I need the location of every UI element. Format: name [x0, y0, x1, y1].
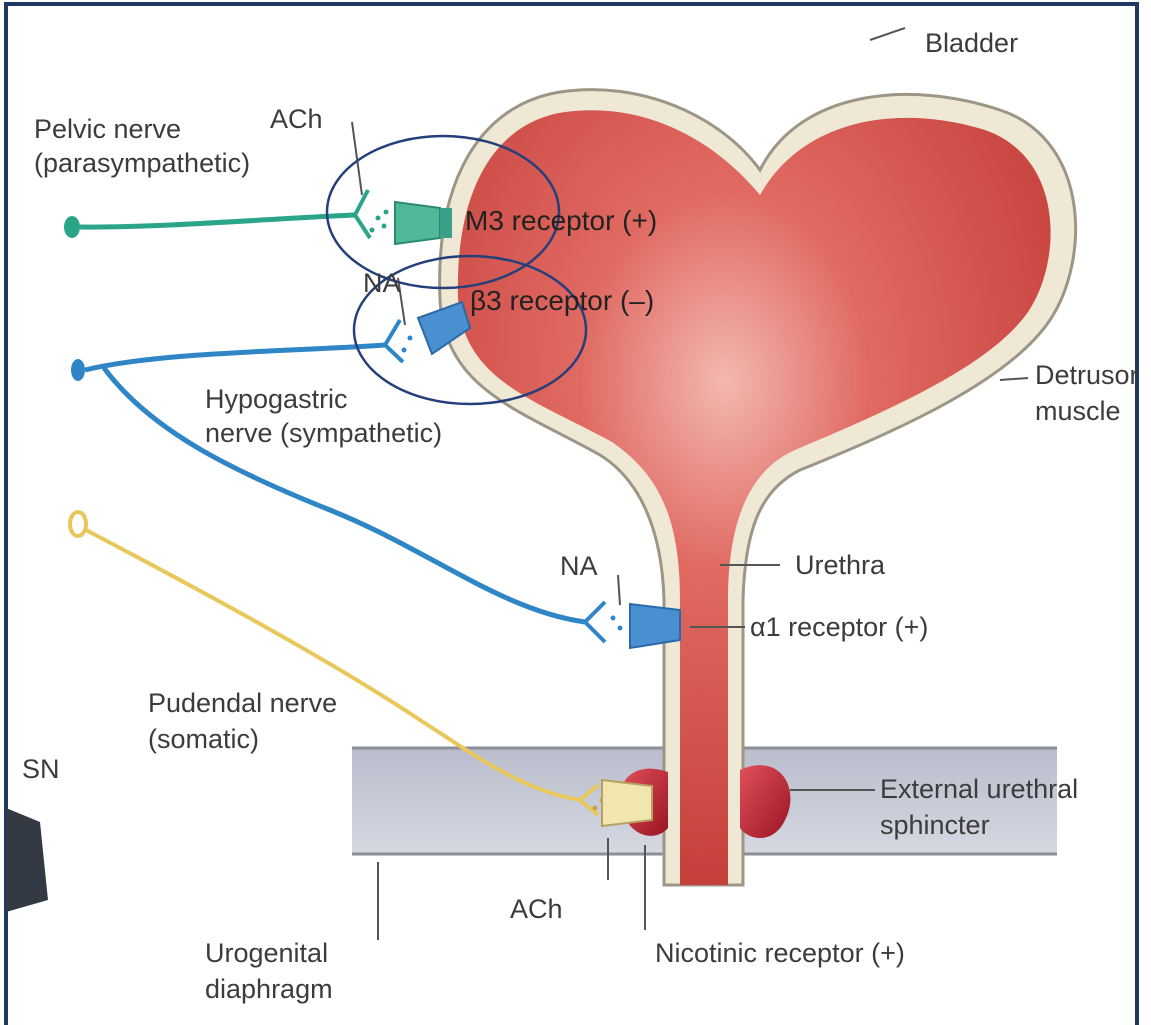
label-na-mid: NA [560, 551, 598, 581]
label-nicotinic-receptor: Nicotinic receptor (+) [655, 938, 905, 968]
pelvic-nerve-soma [64, 216, 80, 238]
label-na-top: NA [363, 268, 401, 298]
label-hypogastric-type: nerve (sympathetic) [205, 418, 442, 448]
m3-receptor-shape [395, 202, 452, 244]
a1-receptor-shape [630, 604, 680, 648]
label-urogenital: Urogenital [205, 938, 328, 968]
label-external-urethral: External urethral [880, 774, 1078, 804]
label-sphincter: sphincter [880, 810, 990, 840]
label-detrusor-muscle: muscle [1035, 396, 1121, 426]
nicotinic-receptor-shape [602, 780, 652, 826]
label-pudendal-nerve: Pudendal nerve [148, 688, 337, 718]
label-ach-bottom: ACh [510, 894, 563, 924]
label-sn: SN [22, 754, 60, 784]
label-detrusor: Detrusor [1035, 360, 1139, 390]
label-urethra: Urethra [795, 550, 886, 580]
label-m3-receptor: M3 receptor (+) [465, 205, 657, 236]
hypogastric-nerve-soma [71, 359, 85, 381]
label-bladder: Bladder [925, 28, 1018, 58]
label-pudendal-type: (somatic) [148, 724, 259, 754]
label-a1-receptor: α1 receptor (+) [750, 612, 928, 642]
pudendal-nerve-soma [70, 512, 86, 536]
label-ach-top: ACh [270, 104, 323, 134]
label-diaphragm: diaphragm [205, 974, 333, 1004]
label-pelvic-nerve: Pelvic nerve [34, 114, 181, 144]
label-hypogastric: Hypogastric [205, 384, 348, 414]
label-b3-receptor: β3 receptor (–) [470, 285, 654, 316]
label-pelvic-nerve-type: (parasympathetic) [34, 148, 250, 178]
